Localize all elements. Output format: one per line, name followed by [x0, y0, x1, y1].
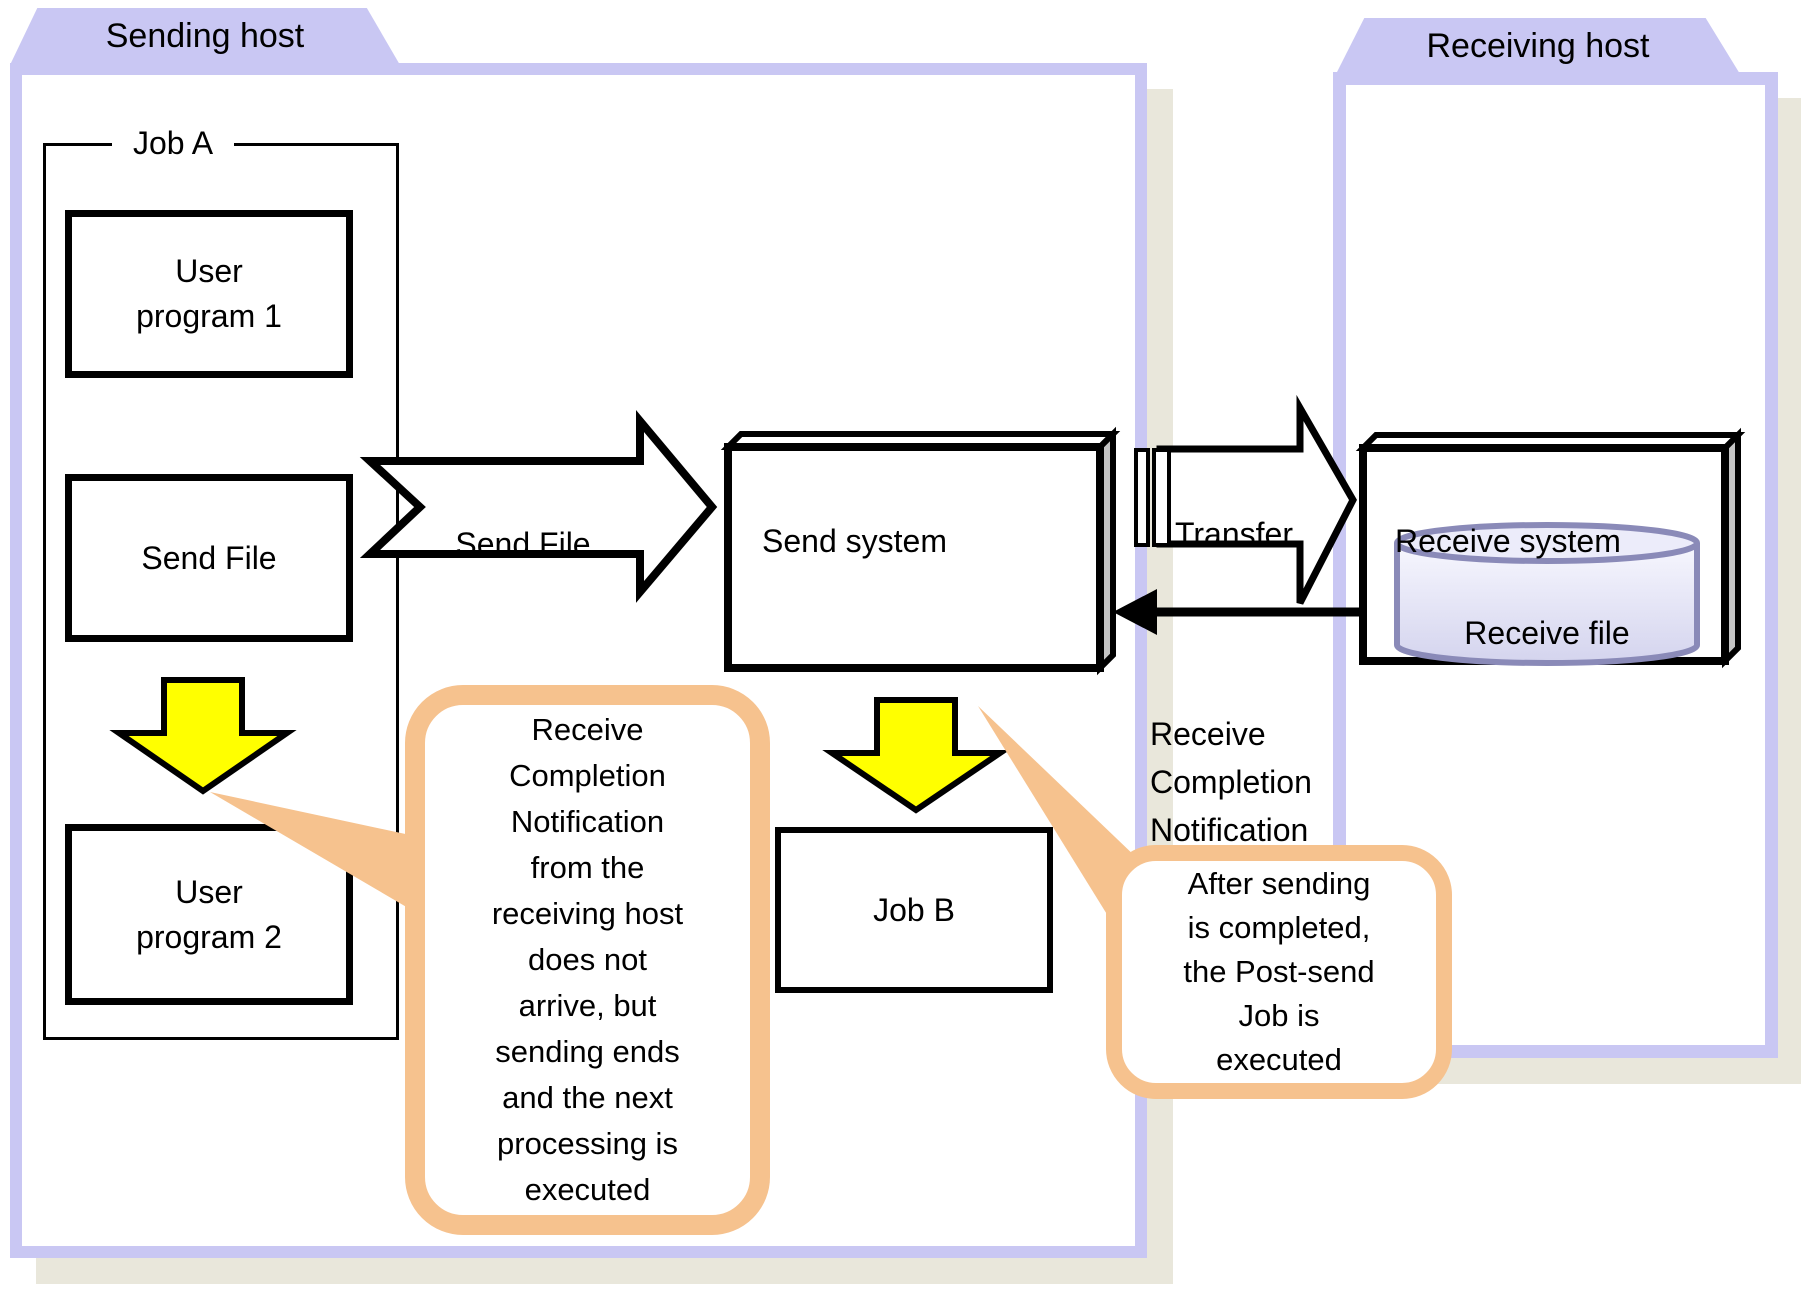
job-a-label: Job A [112, 119, 234, 167]
right-callout-bubble: After sending is completed, the Post-sen… [1106, 845, 1452, 1099]
send-file-arrow-label: Send File [455, 526, 591, 562]
transfer-bar-icon [1134, 448, 1150, 547]
send-system-box-front [724, 443, 1104, 672]
receive-file-label: Receive file [1464, 615, 1630, 651]
left-callout-bubble: Receive Completion Notification from the… [405, 685, 770, 1235]
receiving-host-tab: Receiving host [1336, 18, 1740, 74]
send-file-box: Send File [65, 474, 353, 642]
receive-completion-label: Receive Completion Notification [1150, 716, 1312, 848]
send-system-label: Send system [762, 523, 947, 559]
transfer-block-arrow [1156, 394, 1357, 605]
receive-system-label: Receive system [1395, 523, 1621, 559]
job-b-box: Job B [775, 827, 1053, 993]
user-program-1-box: User program 1 [65, 210, 353, 378]
transfer-label: Transfer [1175, 516, 1293, 552]
receive-file-cylinder-body [1394, 543, 1700, 666]
user-program-2-box: User program 2 [65, 824, 353, 1005]
sending-host-label: Sending host [105, 17, 305, 55]
receiving-host-label: Receiving host [1426, 26, 1650, 65]
sending-host-tab: Sending host [10, 8, 400, 65]
receive-completion-arrowhead-icon [1113, 589, 1157, 635]
transfer-bar-icon [1152, 448, 1171, 547]
receive-file-cylinder-top [1394, 522, 1700, 564]
down-arrow-job-b-icon [822, 697, 1010, 814]
send-file-block-arrow [359, 409, 718, 603]
down-arrow-job-a-icon [109, 677, 297, 795]
